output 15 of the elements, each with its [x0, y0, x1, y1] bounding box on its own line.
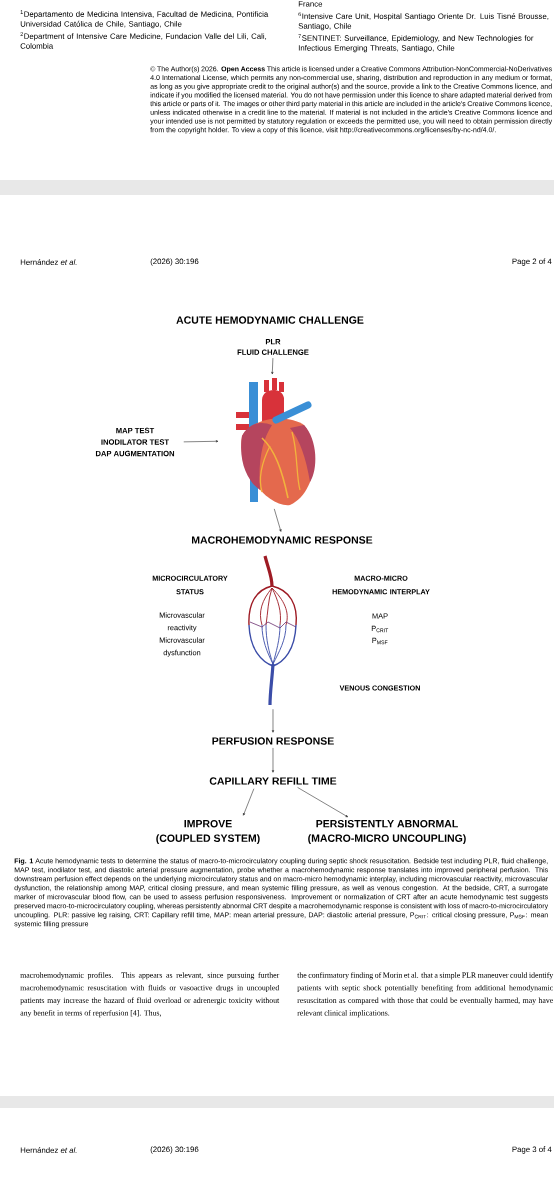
arrow	[183, 440, 219, 443]
arrow	[271, 747, 275, 773]
arrow	[297, 787, 349, 818]
stage-heading: MACROHEMODYNAMIC RESPONSE	[192, 536, 373, 544]
arrow	[271, 357, 274, 375]
heart-drawing	[236, 378, 316, 505]
arrow	[243, 788, 255, 816]
stage-heading: CAPILLARY REFILL TIME	[209, 777, 337, 785]
outcome-label: PERSISTENTLY ABNORMAL (MACRO-MICRO UNCOUPLING)	[308, 820, 466, 844]
outcome-label: IMPROVE (COUPLED SYSTEM)	[156, 820, 260, 844]
arrow	[273, 508, 282, 532]
vessel-drawing	[248, 555, 297, 706]
figure-title: ACUTE HEMODYNAMIC CHALLENGE	[176, 316, 364, 324]
stage-heading: PERFUSION RESPONSE	[212, 737, 334, 745]
arrow	[271, 708, 275, 733]
